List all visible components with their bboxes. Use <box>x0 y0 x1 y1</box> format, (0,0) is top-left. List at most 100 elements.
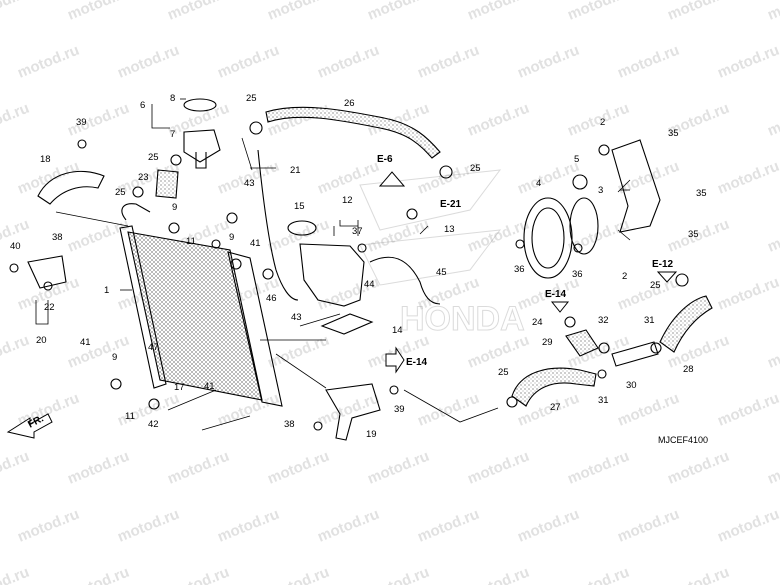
thermostat-housing <box>183 98 221 169</box>
watermark-text: motod.ru <box>15 42 82 82</box>
callout-label: 31 <box>598 395 609 406</box>
watermark-text: motod.ru <box>465 216 532 256</box>
callout-label: 20 <box>36 335 47 346</box>
callout-label: 2 <box>600 117 605 128</box>
callout-label: 47 <box>148 342 159 353</box>
reference-markers: E-6 E-21 E-12 E-14 E-14 <box>377 154 678 374</box>
callout-label: 6 <box>140 100 145 111</box>
callout-label: 5 <box>574 154 579 165</box>
brand-logo-outline: HONDA <box>359 169 525 339</box>
callout-label: 11 <box>125 411 135 422</box>
watermark-text: motod.ru <box>465 448 532 488</box>
water-hose-small <box>155 169 179 199</box>
watermark-text: motod.ru <box>65 332 132 372</box>
watermark-text: motod.ru <box>215 506 282 546</box>
diagram-code: MJCEF4100 <box>658 435 708 445</box>
callout-label: 21 <box>290 165 301 176</box>
callout-label: 2 <box>622 271 627 282</box>
watermark-text: motod.ru <box>115 506 182 546</box>
watermark-text: motod.ru <box>715 158 780 198</box>
callout-label: 9 <box>112 352 117 363</box>
watermark-text: motod.ru <box>315 158 382 198</box>
watermark-text: motod.ru <box>365 448 432 488</box>
callout-label: 45 <box>436 267 447 278</box>
callout-label: 11 <box>186 236 196 247</box>
callout-label: 17 <box>174 382 185 393</box>
watermark-text: motod.ru <box>465 564 532 585</box>
callout-label: 13 <box>444 224 455 235</box>
callout-label: 37 <box>352 226 363 237</box>
watermark-text: motod.ru <box>65 0 132 24</box>
watermark-text: motod.ru <box>0 448 32 488</box>
watermark-text: motod.ru <box>715 506 780 546</box>
watermark-text: motod.ru <box>515 42 582 82</box>
reserve-tank <box>287 220 365 307</box>
watermark-text: motod.ru <box>165 448 232 488</box>
callout-label: 46 <box>266 293 277 304</box>
svg-text:HONDA: HONDA <box>400 300 525 338</box>
callout-label: 24 <box>532 317 543 328</box>
watermark-text: motod.ru <box>715 390 780 430</box>
ref-e14-lower: E-14 <box>406 357 428 368</box>
callout-label: 1 <box>104 285 109 296</box>
callout-label: 36 <box>514 264 525 275</box>
watermark-text: motod.ru <box>0 0 32 24</box>
watermark-text: motod.ru <box>615 42 682 82</box>
ref-e14-upper-arrow <box>550 301 570 313</box>
callout-label: 39 <box>76 117 87 128</box>
upper-radiator-hose <box>265 106 441 159</box>
lower-radiator-hose <box>511 367 597 407</box>
watermark-text: motod.ru <box>265 0 332 24</box>
callout-label: 28 <box>683 364 694 375</box>
watermark-text: motod.ru <box>715 42 780 82</box>
watermark-text: motod.ru <box>765 332 780 372</box>
callout-label: 18 <box>40 154 51 165</box>
callout-label: 25 <box>246 93 257 104</box>
water-pipe-hose <box>659 295 713 353</box>
watermark-text: motod.ru <box>165 0 232 24</box>
watermark-text: motod.ru <box>615 390 682 430</box>
watermark-text: motod.ru <box>765 564 780 585</box>
watermark-text: motod.ru <box>0 100 32 140</box>
callout-label: 29 <box>542 337 553 348</box>
callout-label: 12 <box>342 195 353 206</box>
callout-label: 27 <box>550 402 561 413</box>
watermark-text: motod.ru <box>765 216 780 256</box>
watermark-text: motod.ru <box>415 390 482 430</box>
bypass-hose <box>565 329 599 357</box>
ref-e14-lower-arrow <box>385 346 405 374</box>
watermark-text: motod.ru <box>65 564 132 585</box>
watermark-text: motod.ru <box>265 448 332 488</box>
callout-labels: 1 2 2 3 4 5 6 7 8 9 9 9 11 11 12 13 14 1… <box>10 93 707 440</box>
cooling-fan-assembly <box>523 139 661 279</box>
watermark-text: motod.ru <box>365 564 432 585</box>
callout-label: 35 <box>668 128 679 139</box>
watermark-text: motod.ru <box>315 506 382 546</box>
watermark-text: motod.ru <box>565 564 632 585</box>
callout-label: 39 <box>394 404 405 415</box>
lower-mount-bracket <box>27 255 67 289</box>
callout-label: 9 <box>229 232 234 243</box>
upper-mount-bracket <box>37 170 105 205</box>
callout-label: 26 <box>344 98 355 109</box>
overflow-tube <box>369 256 441 305</box>
watermark-text: motod.ru <box>665 448 732 488</box>
siphon-tube <box>257 149 299 301</box>
callout-label: 41 <box>80 337 91 348</box>
ref-e21: E-21 <box>440 199 462 210</box>
watermark-text: motod.ru <box>665 564 732 585</box>
callout-label: 43 <box>244 178 255 189</box>
callout-label: 32 <box>598 315 609 326</box>
tank-stay <box>320 313 374 335</box>
watermark-text: motod.ru <box>315 390 382 430</box>
watermark-text: motod.ru <box>215 42 282 82</box>
callout-label: 36 <box>572 269 583 280</box>
watermark-text: motod.ru <box>565 216 632 256</box>
fasteners <box>9 121 689 431</box>
watermark-text: motod.ru <box>565 448 632 488</box>
callout-label: 3 <box>598 185 603 196</box>
ref-e12: E-12 <box>652 259 674 270</box>
callout-label: 30 <box>626 380 637 391</box>
watermark-text: motod.ru <box>265 332 332 372</box>
radiator-lower-stay <box>325 383 381 441</box>
